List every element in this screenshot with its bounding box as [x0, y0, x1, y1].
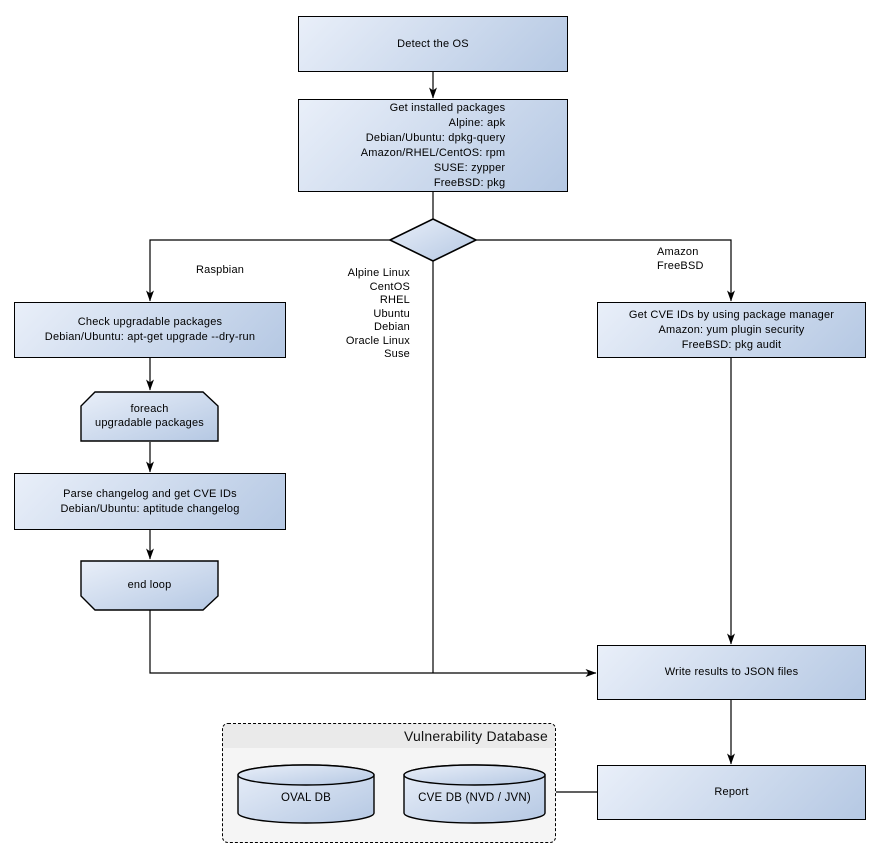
node-cve-db: CVE DB (NVD / JVN) — [403, 763, 546, 825]
node-end-loop-label: end loop — [127, 579, 172, 591]
node-detect-os: Detect the OS — [298, 16, 568, 72]
node-get-installed-packages: Get installed packages Alpine: apk Debia… — [298, 99, 568, 192]
loop-end-shape — [80, 560, 219, 611]
node-get-cve-ids: Get CVE IDs by using package manager Ama… — [597, 302, 866, 358]
node-parse-changelog: Parse changelog and get CVE IDs Debian/U… — [14, 473, 286, 530]
database-cylinder-icon — [237, 764, 375, 824]
vulnerability-database-title: Vulnerability Database — [223, 724, 555, 748]
branch-label-raspbian: Raspbian — [196, 264, 245, 276]
node-check-upgradable: Check upgradable packages Debian/Ubuntu:… — [14, 302, 286, 358]
node-write-results-label: Write results to JSON files — [664, 666, 799, 678]
node-parse-changelog-label: Parse changelog and get CVE IDs Debian/U… — [60, 487, 240, 515]
node-cve-db-label: CVE DB (NVD / JVN) — [418, 792, 531, 804]
node-report: Report — [597, 765, 866, 820]
node-report-label: Report — [714, 786, 749, 798]
node-detect-os-label: Detect the OS — [397, 37, 469, 50]
decision-diamond — [388, 218, 478, 262]
node-foreach-loop-label: foreach upgradable packages — [95, 403, 204, 429]
node-oval-db: OVAL DB — [237, 763, 375, 825]
node-get-cve-ids-label: Get CVE IDs by using package manager Ama… — [628, 308, 835, 351]
database-cylinder-icon — [403, 764, 546, 824]
loop-start-shape — [80, 391, 219, 442]
node-end-loop: end loop — [80, 560, 219, 611]
branch-label-os-list: Alpine Linux CentOS RHEL Ubuntu Debian O… — [345, 267, 410, 360]
node-check-upgradable-label: Check upgradable packages Debian/Ubuntu:… — [44, 316, 256, 343]
node-foreach-loop: foreach upgradable packages — [80, 391, 219, 442]
arrow-endloop-to-write-results — [149, 610, 597, 677]
node-get-installed-packages-label: Get installed packages Alpine: apk Debia… — [360, 101, 506, 189]
branch-label-amazon-freebsd: Amazon FreeBSD — [657, 246, 704, 272]
node-write-results: Write results to JSON files — [597, 645, 866, 700]
node-oval-db-label: OVAL DB — [281, 792, 331, 804]
